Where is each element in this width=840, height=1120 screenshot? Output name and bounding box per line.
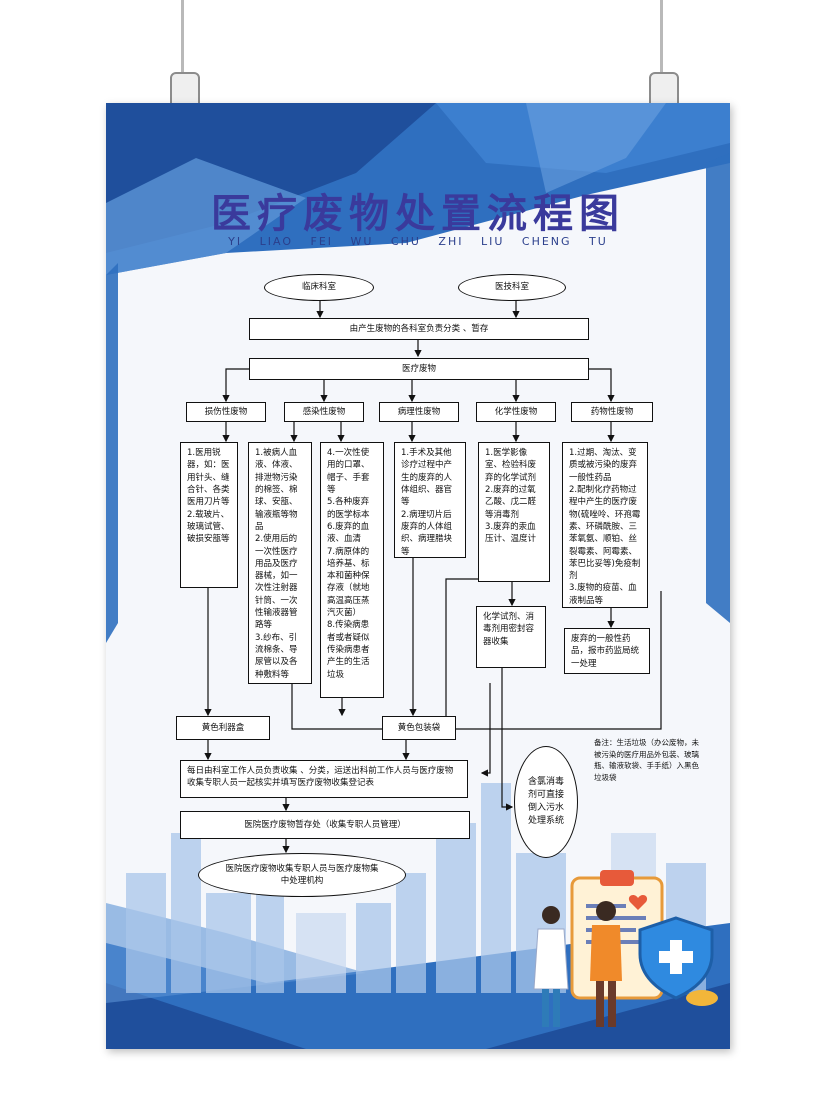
hanging-string-left: [181, 0, 184, 76]
poster-pinyin: YI LIAO FEI WU CHU ZHI LIU CHENG TU: [228, 235, 608, 248]
pathological-description: 1.手术及其他诊疗过程中产生的废弃的人体组织、器官等 2.病理切片后废弃的人体组…: [394, 442, 466, 558]
category-infectious: 感染性废物: [284, 402, 364, 422]
shield-cross-icon: [638, 916, 714, 1000]
people-illustration: [533, 901, 622, 1027]
category-pharmaceutical: 药物性废物: [571, 402, 653, 422]
medical-illustration: [570, 870, 718, 1006]
drug-general-box: 废弃的一般性药品，报市药监局统一处理: [564, 628, 650, 674]
category-chemical: 化学性废物: [476, 402, 556, 422]
flow-connectors: [204, 300, 662, 854]
city-skyline: [126, 783, 706, 993]
daily-collection-box: 每日由科室工作人员负责收集 、分类，运送出科前工作人员与医疗废物收集专职人员一起…: [180, 760, 468, 798]
background-decoration: [106, 103, 730, 1049]
medical-waste-box: 医疗废物: [249, 358, 589, 380]
sewage-disposal-node: 含氯消毒剂可直接倒入污水处理系统: [514, 746, 578, 858]
infectious-extra-description: 4.一次性使用的口罩、帽子、手套等 5.各种废弃的医学标本 6.废弃的血液、血清…: [320, 442, 384, 698]
category-sharps: 损伤性废物: [186, 402, 266, 422]
yellow-sharps-box: 黄色利器盒: [176, 716, 270, 740]
hanging-string-right: [660, 0, 663, 76]
poster-title: 医疗废物处置流程图: [211, 191, 625, 237]
patient-figure: [590, 901, 622, 1027]
category-pathological: 病理性废物: [379, 402, 459, 422]
remark-note: 备注：生活垃圾（办公废物，未被污染的医疗用品外包装、玻璃瓶、输液软袋、手手纸）入…: [594, 738, 699, 782]
sharps-description: 1.医用锐器，如：医用针头、缝合针、各类医用刀片等 2.载玻片、玻璃试管、破损安…: [180, 442, 238, 588]
chemical-sealed-container-box: 化学试剂、消毒剂用密封容器收集: [476, 606, 546, 668]
chemical-description: 1.医学影像室、检验科废弃的化学试剂 2.废弃的过氧乙酸、戊二醛等消毒剂 3.废…: [478, 442, 550, 582]
final-disposal-node: 医院医疗废物收集专职人员与医疗废物集中处理机构: [198, 853, 406, 897]
classify-storage-box: 由产生废物的各科室负责分类 、暂存: [249, 318, 589, 340]
doctor-figure: [533, 906, 569, 1027]
yellow-bag-box: 黄色包装袋: [382, 716, 456, 740]
poster: 医疗废物处置流程图 YI LIAO FEI WU CHU ZHI LIU CHE…: [106, 103, 730, 1049]
clinical-department-node: 临床科室: [264, 274, 374, 301]
heart-icon: [628, 895, 648, 910]
temporary-storage-box: 医院医疗废物暂存处（收集专职人员管理）: [180, 811, 470, 839]
pharmaceutical-description: 1.过期、淘汰、变质或被污染的废弃一般性药品 2.配制化疗药物过程中产生的医疗废…: [562, 442, 648, 608]
medical-tech-department-node: 医技科室: [458, 274, 566, 301]
hanging-clip-left: [170, 72, 200, 106]
hanging-clip-right: [649, 72, 679, 106]
infectious-description: 1.被病人血液、体液、排泄物污染的棉签、棉球、安瓿、输液瓶等物品 2.使用后的一…: [248, 442, 312, 684]
